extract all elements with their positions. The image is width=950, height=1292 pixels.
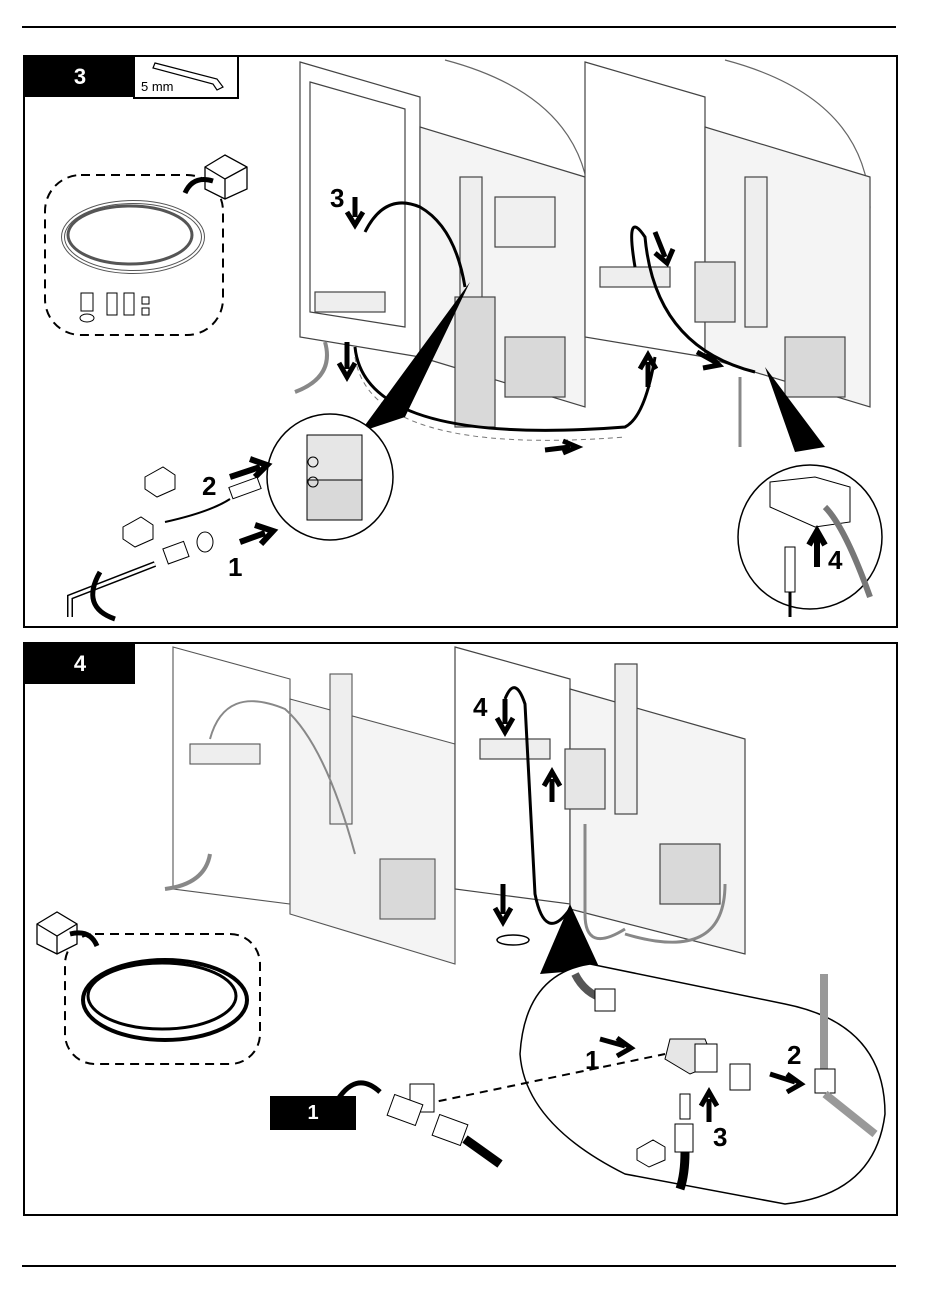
reference-badge-number: 1 xyxy=(307,1102,318,1125)
step-4-panel: 4 4 xyxy=(23,642,898,1216)
tube-with-fitting xyxy=(165,499,230,522)
o-ring-icon xyxy=(197,532,213,552)
step-3-panel: 3 5 mm xyxy=(23,55,898,628)
kit-contents-box xyxy=(45,175,223,335)
open-box-icon xyxy=(123,467,175,547)
detail-oval-tee xyxy=(520,964,885,1204)
arrow-right-icon xyxy=(230,459,267,477)
tee-fitting-icon xyxy=(387,1084,500,1164)
reference-badge: 1 xyxy=(270,1096,356,1130)
analyzer-left xyxy=(165,647,455,964)
detail-circle-fitting xyxy=(267,414,393,540)
callout-1: 1 xyxy=(585,1045,599,1075)
callout-2: 2 xyxy=(202,471,216,501)
callout-4: 4 xyxy=(473,692,488,722)
callout-1: 1 xyxy=(228,552,242,582)
arrow-down-icon xyxy=(339,342,355,377)
callout-4: 4 xyxy=(828,545,843,575)
arrow-right-icon xyxy=(545,441,577,453)
open-box-icon xyxy=(37,912,97,954)
step-4-illustration: 4 1 2 3 xyxy=(25,644,896,1214)
analyzer-right xyxy=(455,647,745,954)
step-3-illustration: 3 2 xyxy=(25,57,896,626)
callout-3: 3 xyxy=(330,183,344,213)
plug-icon xyxy=(163,541,189,564)
callout-3: 3 xyxy=(713,1122,727,1152)
callout-2: 2 xyxy=(787,1040,801,1070)
drain-icon xyxy=(497,935,529,945)
arrow-right-icon xyxy=(240,525,273,544)
kit-contents-box xyxy=(65,934,260,1064)
analyzer-right xyxy=(585,60,870,447)
open-box-icon xyxy=(185,155,247,199)
header-rule xyxy=(22,26,896,28)
analyzer-left xyxy=(295,60,590,427)
footer-rule xyxy=(22,1265,896,1267)
fittings-icon xyxy=(80,293,149,322)
